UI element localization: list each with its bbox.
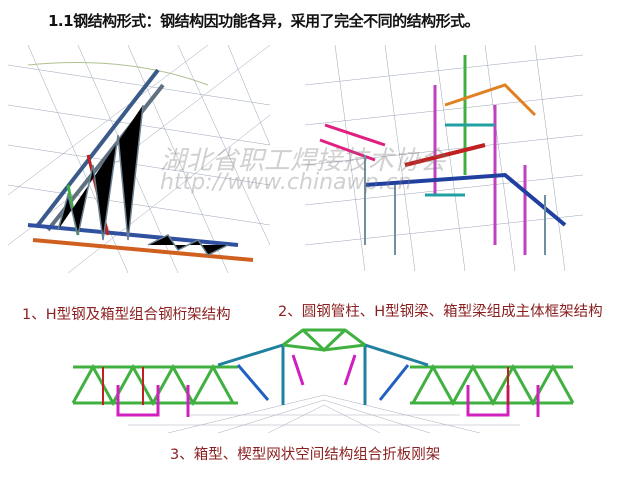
figure-3-caption: 3、箱型、楔型网状空间结构组合折板刚架 [170,447,441,463]
slide-title: 1.1钢结构形式：钢结构因功能各异，采用了完全不同的结构形式。 [48,12,480,30]
figure-3-folded-frame [71,328,575,433]
figure-2-caption: 2、圆钢管柱、H型钢梁、箱型梁组成主体框架结构 [278,304,603,320]
figure-2-frame-structure [305,45,583,271]
figure-1-caption: 1、H型钢及箱型组合钢桁架结构 [22,307,231,323]
watermark-url: http://www.chinawp.cn [160,170,412,195]
figure-1-truss-structure [8,45,270,273]
watermark-text: 湖北省职工焊接技术协会 [160,146,447,176]
